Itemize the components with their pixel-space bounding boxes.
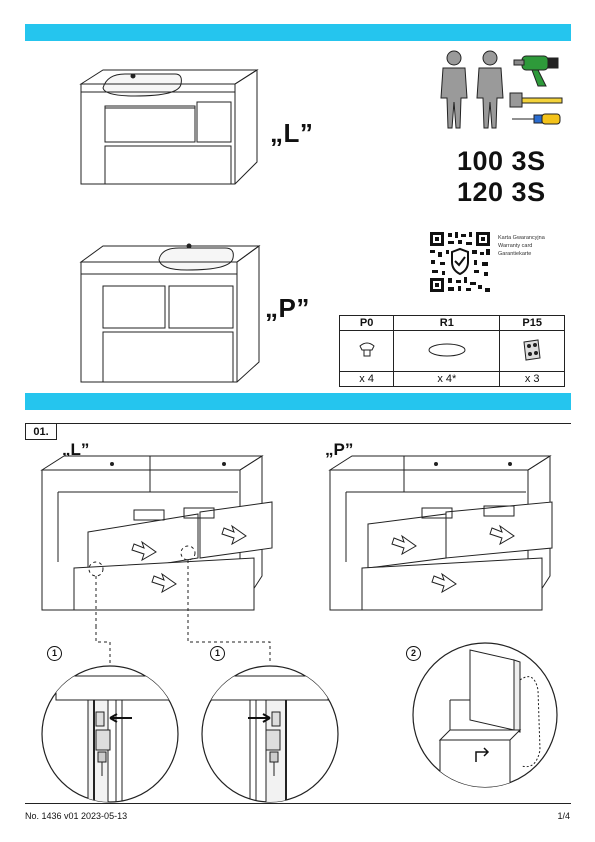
part-code-p15: P15 — [499, 315, 565, 331]
step-l-label: „L” — [62, 440, 90, 459]
parts-table: P0 R1 P15 x 4 x 4* x 3 — [338, 315, 565, 387]
detail-number-2: 2 — [406, 646, 421, 661]
detail-circle-1a — [41, 665, 179, 803]
part-qty-p0: x 4 — [338, 371, 395, 387]
felt-pad-icon — [428, 343, 466, 356]
variant-l-label: „L” — [270, 118, 314, 148]
detail-circle-2 — [412, 642, 558, 788]
part-image-p0 — [338, 330, 395, 372]
cap-icon — [359, 342, 375, 356]
footer-divider — [25, 803, 571, 804]
part-image-p15 — [499, 330, 565, 372]
detail-circle-1b — [201, 665, 339, 803]
document-number: No. 1436 v01 2023-05-13 — [25, 811, 128, 821]
two-persons-icon — [440, 50, 504, 129]
warranty-qr-code[interactable] — [428, 230, 492, 294]
step-number: 01. — [25, 423, 57, 440]
qr-caption-de: Garantiekarte — [498, 251, 532, 257]
part-code-p0: P0 — [338, 315, 395, 331]
model-number-100: 100 3S — [457, 146, 546, 176]
step-l-cabinet-drawing — [40, 455, 273, 626]
top-accent-bar — [25, 24, 571, 41]
model-number-120: 120 3S — [457, 177, 546, 207]
step-p-cabinet-drawing — [328, 455, 553, 611]
variant-p-label: „P” — [265, 293, 310, 323]
qr-caption-en: Warranty card — [498, 243, 533, 249]
qr-caption-pl: Karta Gwarancyjna — [498, 235, 545, 241]
cabinet-p-illustration — [79, 243, 261, 383]
bracket-icon — [523, 338, 541, 361]
step-p-label: „P” — [325, 440, 354, 459]
section-accent-bar — [25, 393, 571, 410]
drill-icon — [513, 55, 559, 87]
detail-number-1a: 1 — [47, 646, 62, 661]
hammer-icon — [509, 92, 563, 108]
detail-number-1b: 1 — [210, 646, 225, 661]
cabinet-l-illustration — [79, 69, 259, 185]
part-qty-r1: x 4* — [393, 371, 501, 387]
page-number: 1/4 — [557, 811, 570, 821]
screwdriver-icon — [512, 113, 561, 125]
step-divider — [57, 423, 571, 424]
part-qty-p15: x 3 — [499, 371, 565, 387]
